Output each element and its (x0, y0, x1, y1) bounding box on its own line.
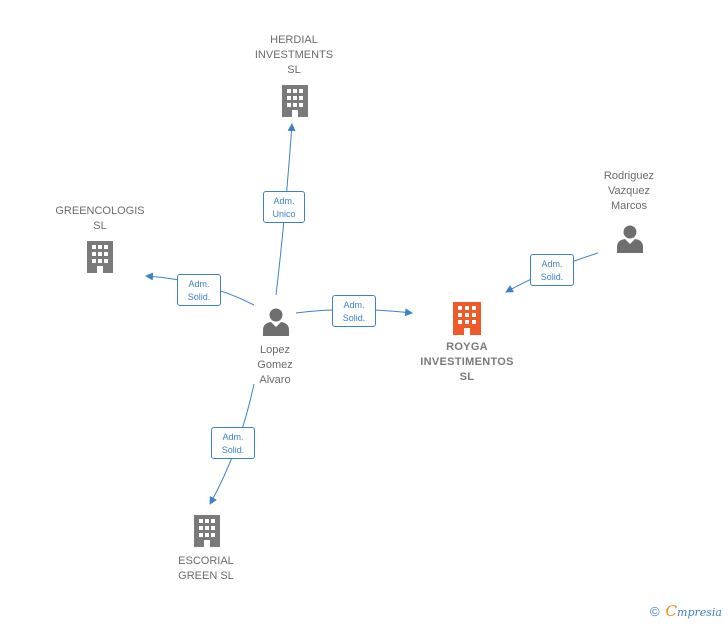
edge-label-adm-solid[interactable]: Adm. Solid. (211, 427, 255, 459)
main-building-icon (453, 302, 481, 335)
brand-initial: C (665, 602, 678, 620)
brand-name: mpresia (677, 606, 722, 619)
node-label-herdial[interactable]: HERDIAL INVESTMENTS SL (254, 34, 334, 76)
copyright-icon: © (649, 604, 660, 619)
person-icon (617, 225, 643, 253)
edge-label-adm-solid[interactable]: Adm. Solid. (530, 254, 574, 286)
node-label-escorial[interactable]: ESCORIAL GREEN SL (178, 555, 234, 582)
node-label-rodriguez[interactable]: Rodriguez Vazquez Marcos (603, 170, 655, 212)
edge-label-adm-unico[interactable]: Adm. Unico (263, 191, 305, 223)
node-label-royga[interactable]: ROYGA INVESTIMENTOS SL (420, 341, 514, 383)
person-icon (263, 308, 289, 336)
brand-footer: © Cmpresia (650, 602, 722, 620)
building-icon (87, 241, 113, 273)
node-label-greencologis[interactable]: GREENCOLOGIS SL (55, 205, 145, 232)
edge-label-adm-solid[interactable]: Adm. Solid. (177, 274, 221, 306)
building-icon (194, 515, 220, 547)
node-label-lopez[interactable]: Lopez Gomez Alvaro (257, 344, 293, 386)
edge-label-adm-solid[interactable]: Adm. Solid. (332, 295, 376, 327)
building-icon (282, 85, 308, 117)
